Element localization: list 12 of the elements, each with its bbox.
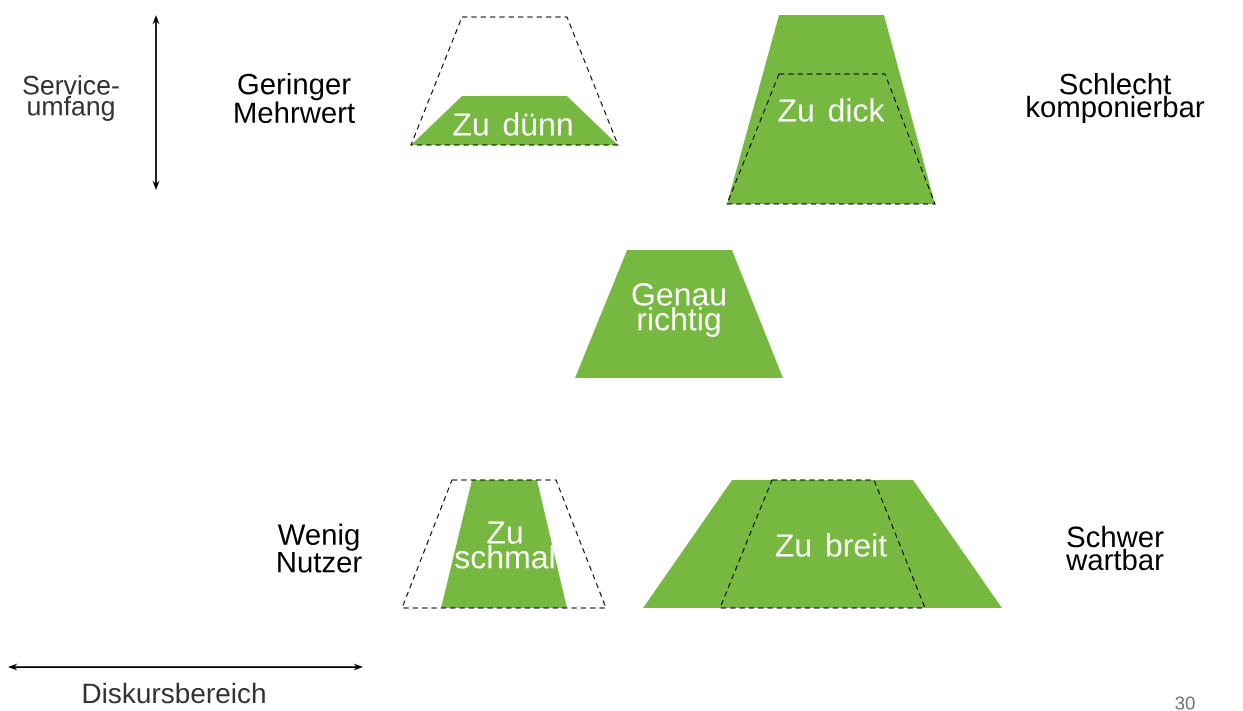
side-label: Geringer Mehrwert bbox=[235, 72, 355, 124]
side-label: Schlecht komponierbar bbox=[1027, 72, 1205, 124]
trapezoid: Genau richtig bbox=[575, 250, 783, 378]
side-label: Wenig Nutzer bbox=[277, 523, 362, 573]
page-number: 30 bbox=[1175, 696, 1195, 710]
trapezoid: Zu schmal bbox=[401, 479, 607, 609]
trapezoid: Zu breit bbox=[643, 479, 1002, 609]
axis-label: Diskursbereich bbox=[83, 682, 265, 704]
trapezoid: Zu dünn bbox=[410, 16, 619, 146]
side-label: Schwer wartbar bbox=[1066, 525, 1164, 571]
trapezoid: Zu dick bbox=[726, 15, 936, 205]
axis-label: Service- umfang bbox=[23, 75, 119, 121]
